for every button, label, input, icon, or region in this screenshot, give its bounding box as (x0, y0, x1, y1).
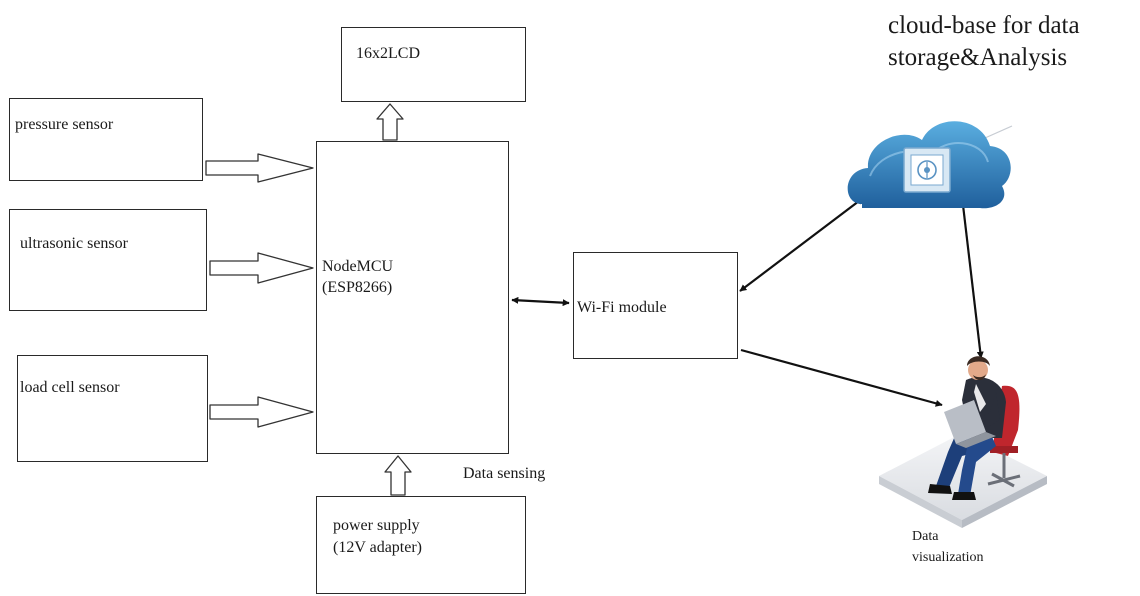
ultrasonic-sensor-label: ultrasonic sensor (20, 235, 128, 252)
person-at-laptop-icon (879, 356, 1047, 528)
cloud-title-line1: cloud-base for data (888, 12, 1080, 39)
load-cell-sensor-block (17, 355, 208, 462)
power-supply-label-line2: (12V adapter) (333, 539, 422, 556)
nodemcu-label-line1: NodeMCU (322, 258, 394, 275)
cloud-to-viz-arrow (961, 204, 984, 359)
pressure-sensor-label: pressure sensor (15, 116, 114, 133)
viz-label-line2: visualization (912, 550, 984, 565)
wifi-module-label: Wi-Fi module (577, 299, 667, 316)
lcd-block (341, 27, 526, 102)
cloud-icon (847, 121, 1013, 209)
nodemcu-label-line2: (ESP8266) (322, 279, 393, 296)
mcu-wifi-link (511, 296, 570, 307)
cloud-title-line2: storage&Analysis (888, 44, 1068, 71)
nodemcu-block (316, 141, 509, 454)
power-to-mcu-arrow (384, 455, 412, 496)
ultrasonic-to-mcu-arrow (209, 252, 314, 284)
wifi-cloud-link (739, 197, 864, 292)
pressure-sensor-block (9, 98, 203, 181)
load-cell-sensor-label: load cell sensor (20, 379, 120, 396)
power-supply-label-line1: power supply (333, 517, 420, 534)
viz-label-line1: Data (912, 529, 939, 544)
pressure-to-mcu-arrow (205, 153, 314, 183)
ultrasonic-sensor-block (9, 209, 207, 311)
wifi-to-viz-arrow (740, 348, 943, 407)
loadcell-to-mcu-arrow (209, 396, 314, 428)
data-sensing-label: Data sensing (463, 465, 546, 482)
wifi-module-block (573, 252, 738, 359)
lcd-label: 16x2LCD (356, 45, 420, 62)
mcu-to-lcd-arrow (376, 103, 404, 141)
power-supply-block (316, 496, 526, 594)
